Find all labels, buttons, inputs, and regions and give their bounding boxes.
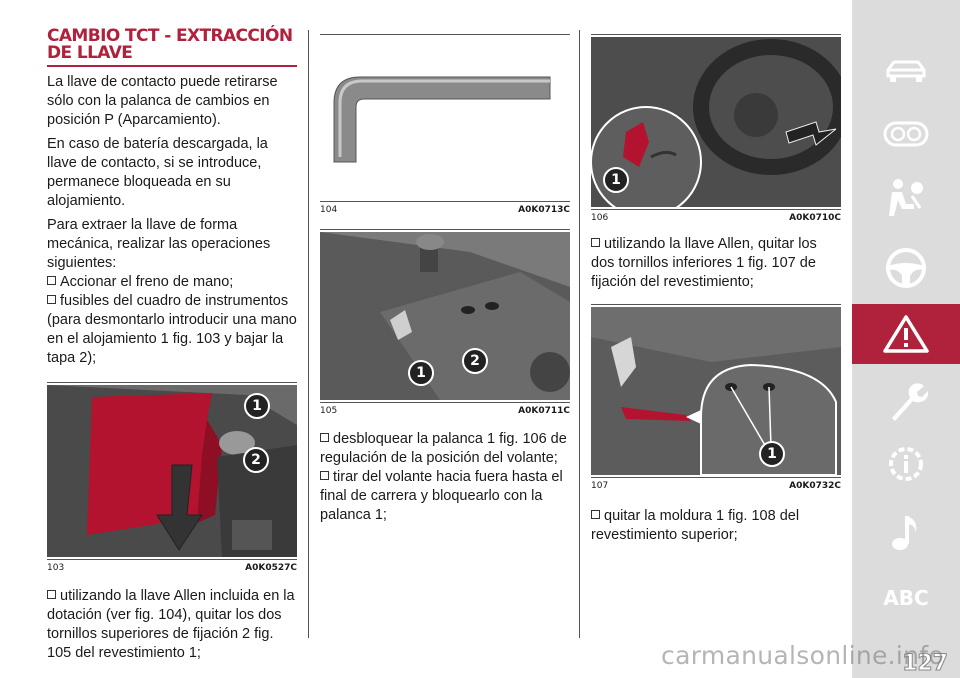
callout-1: 1 [408, 360, 434, 386]
callout-1: 1 [759, 441, 785, 467]
figure-107: 1 107 A0K0732C [591, 304, 841, 491]
warning-triangle-icon [883, 315, 929, 353]
figure-caption: 104 A0K0713C [320, 201, 570, 215]
column-1: CAMBIO TCT - EXTRACCIÓN DE LLAVE La llav… [47, 28, 297, 663]
gear-info-icon [889, 447, 923, 481]
figure-106: 1 106 A0K0710C [591, 34, 841, 223]
abc-label: ABC [883, 586, 929, 610]
paragraph: Para extraer la llave de forma mecánica,… [47, 217, 271, 271]
bullet-item: quitar la moldura 1 fig. 108 del revesti… [591, 508, 800, 543]
airbag-person-icon [889, 179, 923, 216]
figure-number: 105 [320, 406, 338, 416]
car-icon [886, 60, 926, 82]
bullet-item: utilizando la llave Allen, quitar los do… [591, 236, 817, 290]
figure-code: A0K0711C [518, 406, 570, 416]
column-divider [579, 30, 580, 638]
lower-screws-illustration [591, 307, 841, 475]
callout-1: 1 [603, 167, 629, 193]
figure-number: 107 [591, 481, 609, 491]
figure-105: 1 2 105 A0K0711C [320, 229, 570, 416]
gauges-icon [883, 121, 929, 147]
steering-wheel-icon [886, 248, 926, 288]
paragraph: La llave de contacto puede retirarse sól… [47, 74, 278, 128]
checkbox-bullet-icon [320, 433, 329, 442]
figure-106-image: 1 [591, 37, 841, 207]
figure-104: 104 A0K0713C [320, 34, 570, 215]
figure-103-image: 1 2 [47, 385, 297, 557]
bullet-item: desbloquear la palanca 1 fig. 106 de reg… [320, 431, 567, 466]
figure-code: A0K0732C [789, 481, 841, 491]
page-number: 127 [902, 651, 949, 677]
callout-2: 2 [462, 348, 488, 374]
column-2: 104 A0K0713C 1 2 105 A0K0711C de [320, 28, 570, 525]
figure-caption: 105 A0K0711C [320, 402, 570, 416]
callout-1: 1 [244, 393, 270, 419]
bullet-item: utilizando la llave Allen incluida en la… [47, 588, 295, 661]
sidebar-music-note-icon[interactable] [852, 502, 960, 562]
checkbox-bullet-icon [591, 238, 600, 247]
callout-2: 2 [243, 447, 269, 473]
figure-number: 104 [320, 205, 338, 215]
figure-caption: 106 A0K0710C [591, 209, 841, 223]
sidebar-airbag-person-icon[interactable] [852, 168, 960, 228]
watermark: carmanualsonline.info [661, 641, 944, 670]
figure-code: A0K0710C [789, 213, 841, 223]
checkbox-bullet-icon [47, 295, 56, 304]
figure-103: 1 2 103 A0K0527C [47, 382, 297, 573]
checkbox-bullet-icon [320, 471, 329, 480]
figure-code: A0K0713C [518, 205, 570, 215]
wrench-icon [892, 383, 928, 421]
figure-number: 106 [591, 213, 609, 223]
column-divider [308, 30, 309, 638]
page-title: CAMBIO TCT - EXTRACCIÓN DE LLAVE [47, 26, 293, 63]
chapter-sidebar: ABC [852, 0, 960, 678]
figure-code: A0K0527C [245, 563, 297, 573]
figure-107-image: 1 [591, 307, 841, 475]
figure-caption: 103 A0K0527C [47, 559, 297, 573]
column-3: 1 106 A0K0710C utilizando la llave Allen… [591, 28, 841, 545]
checkbox-bullet-icon [47, 590, 56, 599]
figure-number: 103 [47, 563, 65, 573]
sidebar-abc-item[interactable]: ABC [852, 568, 960, 628]
figure-caption: 107 A0K0732C [591, 477, 841, 491]
paragraph: En caso de batería descargada, la llave … [47, 136, 268, 209]
allen-key-illustration [320, 37, 570, 199]
checkbox-bullet-icon [591, 510, 600, 519]
checkbox-bullet-icon [47, 276, 56, 285]
sidebar-gear-info-icon[interactable] [852, 434, 960, 494]
sidebar-warning-triangle-icon[interactable] [852, 304, 960, 364]
figure-104-image [320, 37, 570, 199]
steering-wheel-lever-illustration [591, 37, 841, 207]
sidebar-car-icon[interactable] [852, 40, 960, 100]
bullet-item: Accionar el freno de mano; [47, 273, 297, 292]
sidebar-wrench-icon[interactable] [852, 372, 960, 432]
bullet-item: fusibles del cuadro de instrumentos (par… [47, 293, 297, 366]
music-note-icon [892, 516, 917, 550]
bullet-item: tirar del volante hacia fuera hasta el f… [320, 469, 563, 523]
title-rule [47, 65, 297, 67]
sidebar-gauges-icon[interactable] [852, 104, 960, 164]
steering-column-cover-illustration [320, 232, 570, 400]
figure-105-image: 1 2 [320, 232, 570, 400]
sidebar-steering-wheel-icon[interactable] [852, 238, 960, 298]
